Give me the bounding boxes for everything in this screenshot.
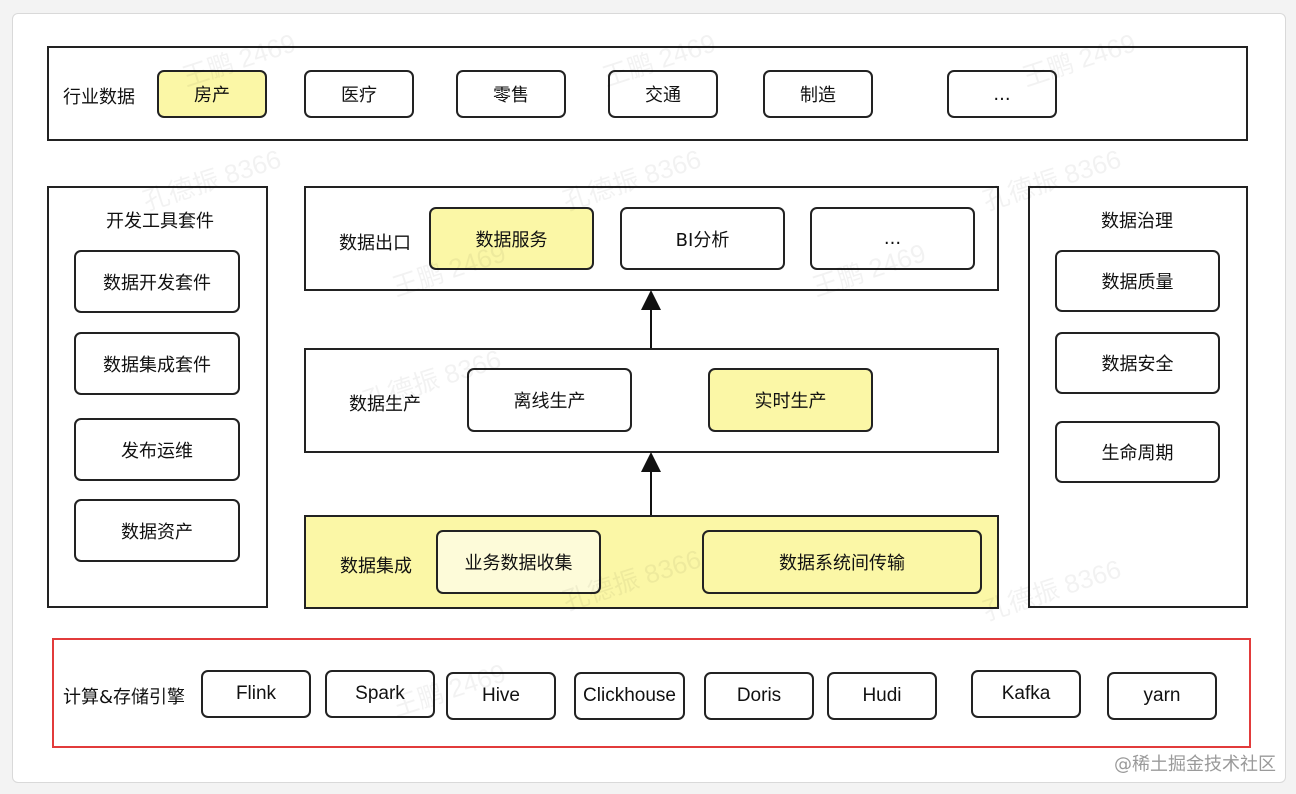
industry-item-medical: 医疗 <box>304 70 414 118</box>
industry-item-manufacturing: 制造 <box>763 70 873 118</box>
industry-item-real-estate: 房产 <box>157 70 267 118</box>
engine-item: Spark <box>325 670 435 718</box>
data-export-item-bi: BI分析 <box>620 207 785 270</box>
data-export-item-data-service: 数据服务 <box>429 207 594 270</box>
industry-item-more: ... <box>947 70 1057 118</box>
engines-label: 计算&存储引擎 <box>63 687 186 708</box>
industry-item-retail: 零售 <box>456 70 566 118</box>
engine-item: Kafka <box>971 670 1081 718</box>
dev-tools-title: 开发工具套件 <box>106 211 214 232</box>
governance-item: 生命周期 <box>1055 421 1220 483</box>
data-integration-item-transfer: 数据系统间传输 <box>702 530 982 594</box>
data-production-label: 数据生产 <box>349 394 421 415</box>
credit-text: @稀土掘金技术社区 <box>1114 754 1276 775</box>
governance-title: 数据治理 <box>1101 211 1173 232</box>
engine-item: Doris <box>704 672 814 720</box>
dev-tools-item: 数据集成套件 <box>74 332 240 395</box>
data-production-item-realtime: 实时生产 <box>708 368 873 432</box>
data-export-label: 数据出口 <box>339 233 411 254</box>
dev-tools-item: 数据开发套件 <box>74 250 240 313</box>
engine-item: Hudi <box>827 672 937 720</box>
data-production-item-offline: 离线生产 <box>467 368 632 432</box>
engine-item: Clickhouse <box>574 672 685 720</box>
engine-item: Flink <box>201 670 311 718</box>
dev-tools-item: 数据资产 <box>74 499 240 562</box>
dev-tools-item: 发布运维 <box>74 418 240 481</box>
data-export-item-more: ... <box>810 207 975 270</box>
governance-item: 数据安全 <box>1055 332 1220 394</box>
industry-item-transport: 交通 <box>608 70 718 118</box>
engine-item: yarn <box>1107 672 1217 720</box>
engine-item: Hive <box>446 672 556 720</box>
data-integration-item-business: 业务数据收集 <box>436 530 601 594</box>
data-integration-label: 数据集成 <box>340 556 412 577</box>
governance-item: 数据质量 <box>1055 250 1220 312</box>
industry-label: 行业数据 <box>63 87 135 108</box>
